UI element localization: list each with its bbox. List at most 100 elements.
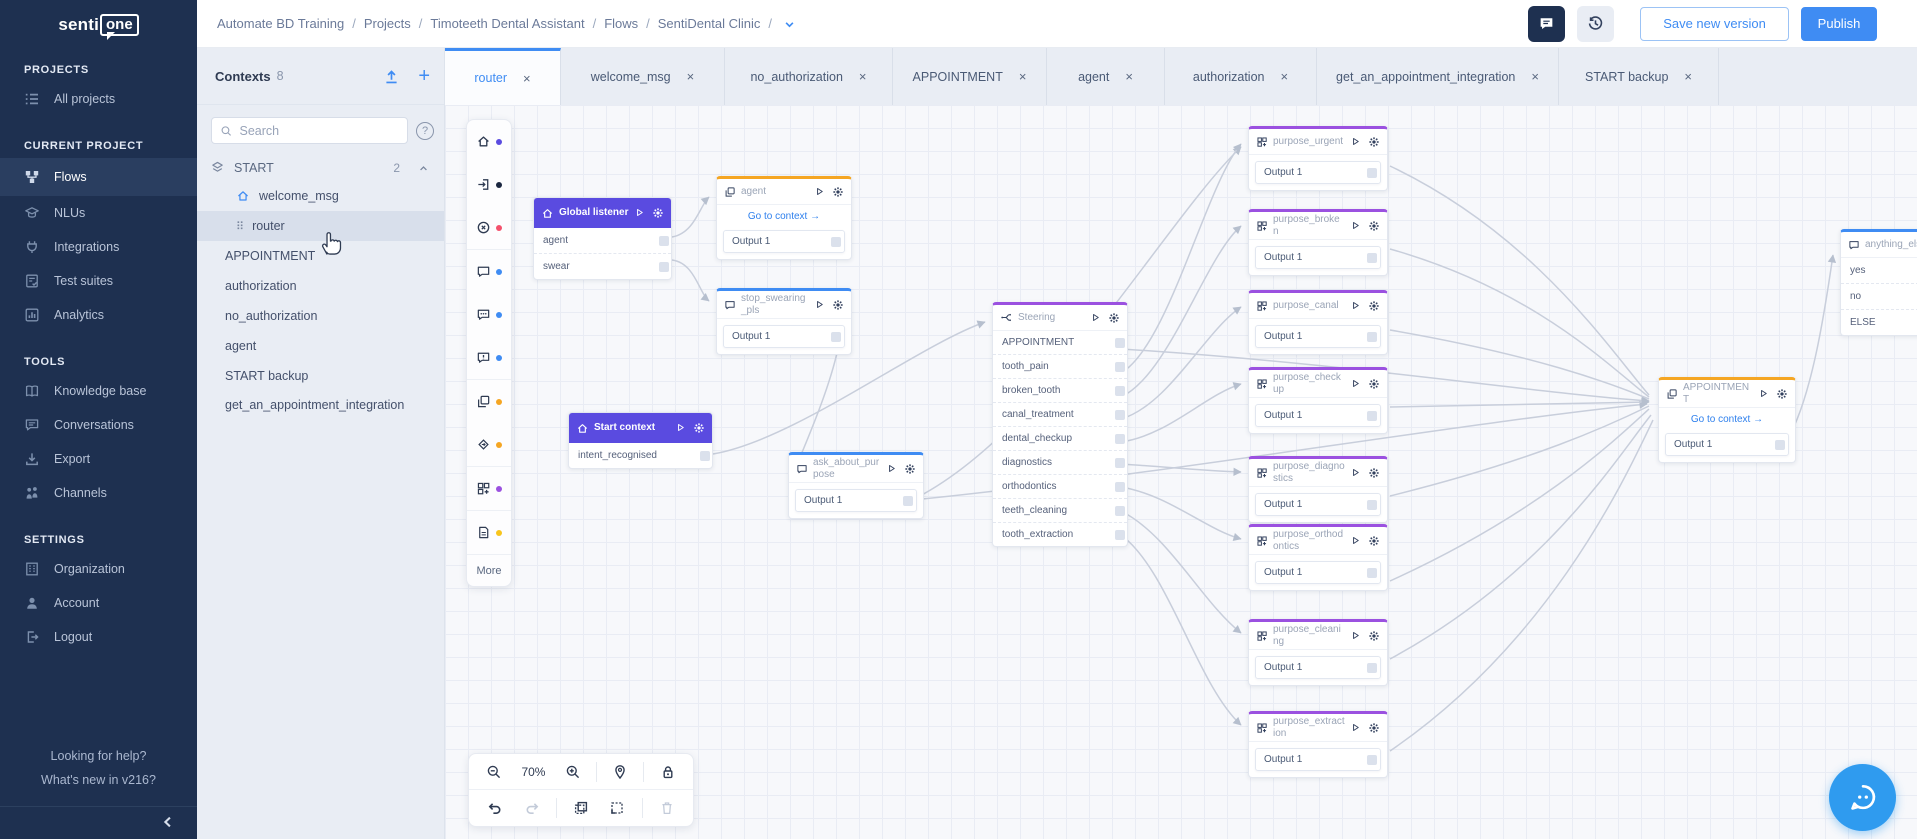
node-purpose-diagnostics[interactable]: purpose_diagnostics Output 1 <box>1248 456 1388 523</box>
redo-button[interactable] <box>515 794 547 822</box>
zoom-out-button[interactable] <box>479 758 510 786</box>
gear-icon[interactable] <box>1368 467 1380 479</box>
output-row[interactable]: Output 1 <box>723 325 845 348</box>
play-icon[interactable] <box>814 186 825 197</box>
chevron-up-icon[interactable] <box>417 160 430 174</box>
output-row[interactable]: Output 1 <box>1255 748 1381 771</box>
output-connector[interactable] <box>1367 167 1377 178</box>
add-context-button[interactable]: + <box>418 65 430 87</box>
answer-row[interactable]: ELSE <box>1841 309 1917 335</box>
sidebar-item-nlus[interactable]: NLUs <box>0 196 197 230</box>
play-icon[interactable] <box>1090 312 1101 323</box>
node-agent[interactable]: agent Go to context → Output 1 <box>716 176 852 260</box>
center-view-button[interactable] <box>605 758 636 786</box>
flow-canvas[interactable]: More Global listener agent swear agent G… <box>445 105 1917 839</box>
context-item-welcome-msg[interactable]: welcome_msg <box>197 181 444 211</box>
output-connector[interactable] <box>700 450 710 461</box>
gear-icon[interactable] <box>904 463 916 475</box>
output-connector[interactable] <box>1115 337 1125 348</box>
context-search[interactable] <box>211 117 408 144</box>
output-connector[interactable] <box>1367 331 1377 342</box>
output-row[interactable]: Output 1 <box>795 489 917 512</box>
sidebar-item-flows[interactable]: Flows <box>0 158 197 196</box>
context-item-start-backup[interactable]: START backup <box>225 369 309 383</box>
zoom-in-button[interactable] <box>557 758 588 786</box>
drag-handle-icon[interactable]: ⠿ <box>236 219 244 233</box>
sidebar-item-test-suites[interactable]: Test suites <box>0 264 197 298</box>
node-purpose-canal[interactable]: purpose_canal Output 1 <box>1248 290 1388 355</box>
palette-document-tool[interactable] <box>467 511 511 554</box>
sidebar-item-analytics[interactable]: Analytics <box>0 298 197 332</box>
context-item-agent[interactable]: agent <box>225 339 257 353</box>
context-item-no-authorization[interactable]: no_authorization <box>225 309 318 323</box>
breadcrumb-item[interactable]: SentiDental Clinic <box>658 16 772 31</box>
tab-start-backup[interactable]: START backup× <box>1559 48 1719 105</box>
sidebar-item-account[interactable]: Account <box>0 586 197 620</box>
output-row[interactable]: Output 1 <box>1255 561 1381 584</box>
gear-icon[interactable] <box>1368 300 1380 312</box>
help-button[interactable]: ? <box>416 121 434 140</box>
whats-new-link[interactable]: What's new in v216? <box>41 773 156 787</box>
breadcrumb-chevron-down-icon[interactable] <box>782 15 797 31</box>
output-connector[interactable] <box>1367 567 1377 578</box>
tab-router[interactable]: router× <box>445 48 561 105</box>
output-row[interactable]: Output 1 <box>1255 656 1381 679</box>
play-icon[interactable] <box>1350 535 1361 546</box>
output-connector[interactable] <box>1115 433 1125 444</box>
steering-row[interactable]: teeth_cleaning <box>993 498 1127 522</box>
play-icon[interactable] <box>886 463 897 474</box>
listener-row[interactable]: intent_recognised <box>569 443 712 468</box>
output-connector[interactable] <box>1367 662 1377 673</box>
context-item-router[interactable]: ⠿ router <box>197 211 444 241</box>
node-steering[interactable]: Steering APPOINTMENT tooth_pain broken_t… <box>992 302 1128 547</box>
palette-more-button[interactable]: More <box>467 554 511 586</box>
palette-entry-tool[interactable] <box>467 163 511 206</box>
version-history-button[interactable] <box>1577 5 1614 42</box>
node-ask-about-purpose[interactable]: ask_about_purpose Output 1 <box>788 452 924 519</box>
palette-block-tool[interactable] <box>467 467 511 510</box>
tab-authorization[interactable]: authorization× <box>1165 48 1317 105</box>
output-connector[interactable] <box>1115 409 1125 420</box>
gear-icon[interactable] <box>1368 630 1380 642</box>
publish-button[interactable]: Publish <box>1801 6 1877 41</box>
gear-icon[interactable] <box>693 422 705 434</box>
play-icon[interactable] <box>1350 630 1361 641</box>
output-connector[interactable] <box>1367 499 1377 510</box>
play-icon[interactable] <box>1758 388 1769 399</box>
tab-get-an-appointment-integration[interactable]: get_an_appointment_integration× <box>1317 48 1559 105</box>
go-to-context-link[interactable]: Go to context → <box>747 211 821 222</box>
steering-row[interactable]: dental_checkup <box>993 426 1127 450</box>
gear-icon[interactable] <box>1368 220 1380 232</box>
breadcrumb-item[interactable]: Automate BD Training <box>217 16 356 31</box>
breadcrumb-item[interactable]: Timoteeth Dental Assistant <box>430 16 596 31</box>
output-connector[interactable] <box>1115 505 1125 516</box>
play-icon[interactable] <box>1350 300 1361 311</box>
palette-statement-tool[interactable] <box>467 250 511 293</box>
node-purpose-checkup[interactable]: purpose_checkup Output 1 <box>1248 367 1388 434</box>
close-icon[interactable]: × <box>523 70 531 86</box>
close-icon[interactable]: × <box>858 69 867 84</box>
sidebar-item-logout[interactable]: Logout <box>0 620 197 654</box>
play-icon[interactable] <box>1350 220 1361 231</box>
close-icon[interactable]: × <box>1531 69 1539 84</box>
tab-no-authorization[interactable]: no_authorization× <box>725 48 893 105</box>
output-row[interactable]: Output 1 <box>1255 161 1381 184</box>
answer-row[interactable]: yes <box>1850 265 1866 276</box>
node-start-context[interactable]: Start context intent_recognised <box>568 412 713 469</box>
undo-button[interactable] <box>479 794 511 822</box>
gear-icon[interactable] <box>1368 535 1380 547</box>
play-icon[interactable] <box>1350 722 1361 733</box>
search-input[interactable] <box>239 123 399 138</box>
output-connector[interactable] <box>831 236 841 247</box>
output-connector[interactable] <box>659 261 669 272</box>
steering-row[interactable]: APPOINTMENT <box>993 331 1127 354</box>
play-icon[interactable] <box>814 299 825 310</box>
palette-copy-tool[interactable] <box>467 380 511 423</box>
tab-welcome-msg[interactable]: welcome_msg× <box>561 48 725 105</box>
duplicate-button[interactable] <box>565 794 597 822</box>
help-link[interactable]: Looking for help? <box>50 749 147 763</box>
output-row[interactable]: Output 1 <box>723 230 845 253</box>
sidebar-item-channels[interactable]: Channels <box>0 476 197 510</box>
output-connector[interactable] <box>831 331 841 342</box>
close-icon[interactable]: × <box>686 69 695 84</box>
